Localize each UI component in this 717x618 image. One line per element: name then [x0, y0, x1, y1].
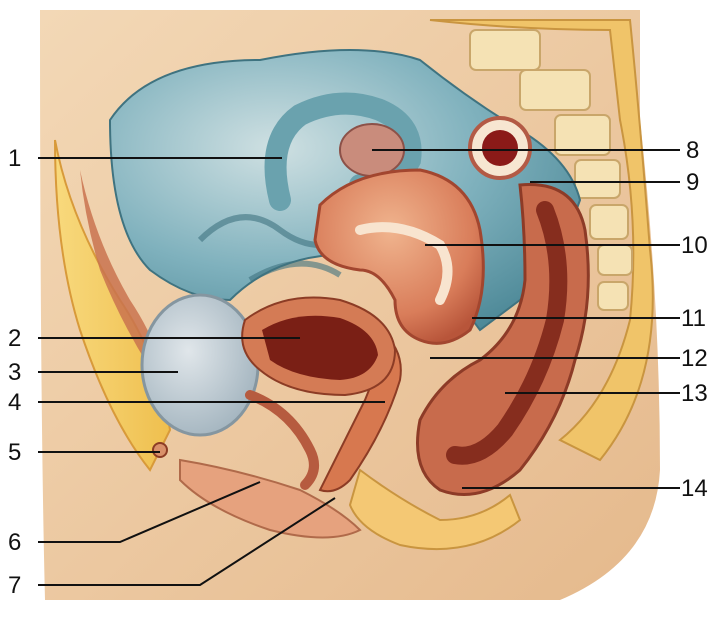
sacrum: [429, 19, 654, 462]
label-13: 13: [681, 380, 708, 407]
label-9: 9: [686, 169, 699, 196]
label-5: 5: [8, 439, 21, 466]
leader-line-6: [38, 481, 261, 543]
abdominal-wall: [54, 139, 172, 472]
label-10: 10: [681, 232, 708, 259]
bladder-lumen: [262, 315, 378, 380]
labia: [179, 458, 362, 539]
rectus-muscle: [80, 170, 160, 365]
leader-line-7: [38, 497, 336, 586]
label-7: 7: [8, 572, 21, 599]
urinary-bladder: [140, 293, 260, 437]
perineum: [348, 468, 522, 551]
rectum: [416, 183, 590, 496]
label-8: 8: [686, 137, 699, 164]
urethra: [245, 390, 319, 490]
label-11: 11: [681, 305, 706, 332]
rectal-lumen: [446, 201, 568, 465]
label-1: 1: [8, 145, 21, 172]
vertebrae: [469, 29, 633, 311]
iliac-vessel-lumen: [482, 130, 518, 166]
label-4: 4: [8, 389, 21, 416]
label-12: 12: [681, 345, 708, 372]
clitoris: [152, 442, 168, 458]
label-14: 14: [681, 475, 708, 502]
label-3: 3: [8, 359, 21, 386]
label-2: 2: [8, 325, 21, 352]
label-6: 6: [8, 529, 21, 556]
